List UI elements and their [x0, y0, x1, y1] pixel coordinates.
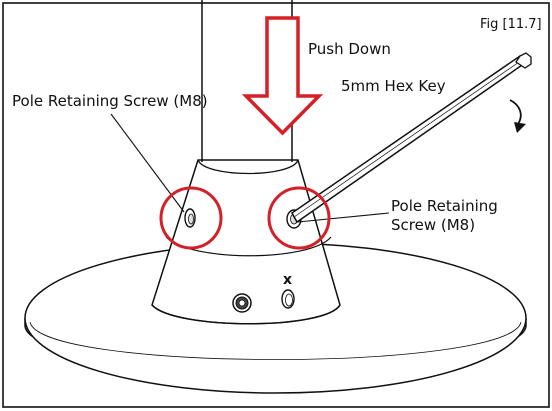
- highlight-circle-right: [267, 186, 331, 250]
- hole-mark-x: x: [283, 272, 292, 288]
- front-socket: [232, 293, 252, 313]
- push-down-label: Push Down: [308, 40, 391, 58]
- pole-mount-cone: [151, 159, 341, 325]
- left-screw: [184, 208, 196, 228]
- leader-line-right: [297, 212, 390, 223]
- arrow-down-icon: [241, 16, 324, 136]
- left-screw-label: Pole Retaining Screw (M8): [12, 92, 208, 110]
- leader-line-left: [110, 113, 185, 213]
- rotate-clockwise-icon: [509, 99, 526, 133]
- hex-key-label: 5mm Hex Key: [341, 77, 446, 95]
- right-screw-label-line2: Screw (M8): [391, 216, 476, 234]
- right-screw-label-line1: Pole Retaining: [391, 197, 498, 215]
- figure-label: Fig [11.7]: [480, 17, 542, 32]
- hex-key: [291, 52, 532, 224]
- marked-hole: [281, 289, 295, 309]
- right-screw-label: Pole Retaining Screw (M8): [391, 197, 498, 235]
- highlight-circle-left: [159, 186, 223, 250]
